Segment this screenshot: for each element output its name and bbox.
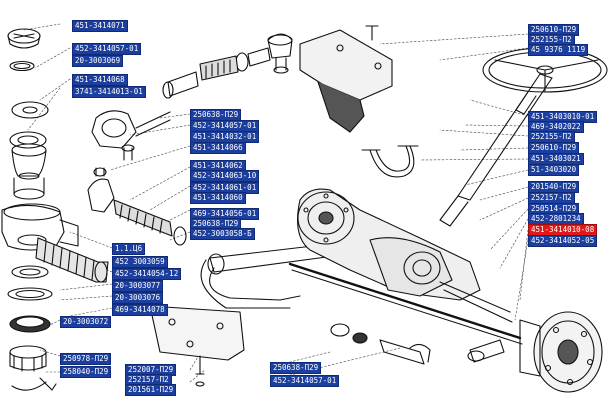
steering-bracket <box>299 25 393 133</box>
part-label-l30[interactable]: 452-3414057-01 <box>270 375 340 387</box>
ball-pin <box>11 143 47 200</box>
part-label-l22[interactable]: 469-3414078 <box>112 304 168 316</box>
ball-joint-cap <box>7 28 41 72</box>
seal-rings <box>7 265 53 333</box>
part-label-l39[interactable]: 51-3403020 <box>528 164 580 176</box>
part-label-l03[interactable]: 20-3003069 <box>72 55 124 67</box>
axle-housing <box>297 188 513 323</box>
leader-lines <box>23 23 529 383</box>
part-label-l11[interactable]: 452-3414063-10 <box>190 170 260 182</box>
part-label-l09[interactable]: 451-3414066 <box>190 142 246 154</box>
castle-nut-cotter <box>9 345 57 391</box>
part-label-l24[interactable]: 250978-П29 <box>60 353 112 365</box>
part-label-l01[interactable]: 451-3414071 <box>72 20 128 32</box>
middle-ball-joint <box>91 110 171 161</box>
part-label-l19[interactable]: 452-3414054-12 <box>112 268 182 280</box>
long-drag-link <box>200 243 335 309</box>
part-label-l23[interactable]: 20-3003072 <box>60 316 112 328</box>
part-label-l05[interactable]: 3741-3414013-01 <box>72 86 146 98</box>
part-label-l18[interactable]: 452 3003059 <box>112 256 168 268</box>
spring-sleeve <box>35 237 109 283</box>
part-label-l33[interactable]: 45 9376 1119 <box>528 44 589 56</box>
ball-joint-seat <box>9 101 49 149</box>
mounting-bracket <box>149 305 245 387</box>
part-label-l21[interactable]: 20-3003076 <box>112 292 164 304</box>
tie-rod <box>288 262 523 365</box>
part-label-l13[interactable]: 451-3414060 <box>190 192 246 204</box>
steering-column <box>439 73 553 227</box>
part-label-l28[interactable]: 201561-П29 <box>125 384 177 396</box>
u-bolt-clamp <box>361 145 419 178</box>
upper-tie-rod <box>162 33 293 99</box>
part-label-l20[interactable]: 20-3003077 <box>112 280 164 292</box>
part-label-l29[interactable]: 250638-П29 <box>270 362 322 374</box>
part-label-l04[interactable]: 451-3414068 <box>72 74 128 86</box>
part-label-l02[interactable]: 452-3414057-01 <box>72 43 142 55</box>
part-label-l17[interactable]: 1.1.Ц6 <box>112 243 146 255</box>
part-label-l40[interactable]: 201540-П29 <box>528 181 580 193</box>
part-label-l25[interactable]: 258040-П29 <box>60 366 112 378</box>
part-label-l45[interactable]: 452-3414052-05 <box>528 235 598 247</box>
lower-ball-joint <box>87 167 187 246</box>
right-wheel-hub <box>519 311 603 393</box>
part-label-l16[interactable]: 452-3003058-Б <box>190 228 255 240</box>
